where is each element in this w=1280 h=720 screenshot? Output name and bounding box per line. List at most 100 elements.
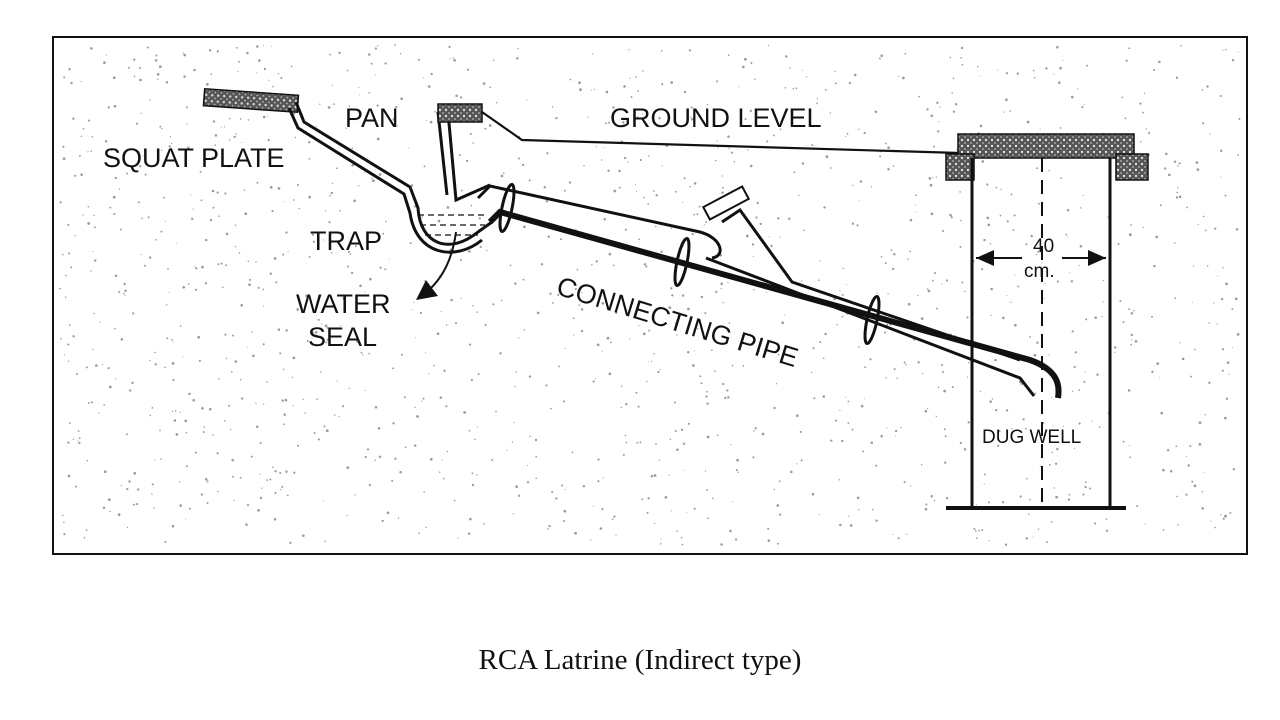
soil-speck <box>90 270 92 272</box>
soil-speck <box>681 294 685 297</box>
soil-speck <box>225 357 228 360</box>
soil-speck <box>1153 68 1156 72</box>
soil-speck <box>391 479 394 482</box>
soil-speck <box>247 346 249 348</box>
soil-speck <box>728 147 730 150</box>
soil-speck <box>268 79 270 81</box>
soil-speck <box>990 287 993 291</box>
soil-speck <box>952 110 955 113</box>
well-cover-side-left <box>945 153 975 181</box>
soil-speck <box>1219 94 1222 98</box>
soil-speck <box>749 109 752 113</box>
soil-speck <box>259 441 262 445</box>
soil-speck <box>454 322 458 325</box>
soil-speck <box>364 389 366 391</box>
soil-speck <box>830 439 833 442</box>
soil-speck <box>534 438 538 442</box>
soil-speck <box>185 432 188 434</box>
vent-cap <box>701 185 751 221</box>
soil-speck <box>1124 117 1127 120</box>
soil-speck <box>624 434 627 437</box>
soil-speck <box>845 135 847 138</box>
soil-speck <box>785 55 788 58</box>
soil-speck <box>186 123 188 125</box>
soil-speck <box>109 510 111 513</box>
soil-speck <box>190 194 192 196</box>
soil-speck <box>1198 443 1202 446</box>
soil-speck <box>366 448 370 451</box>
soil-speck <box>1162 529 1165 531</box>
soil-speck <box>285 231 288 234</box>
soil-speck <box>587 116 589 118</box>
soil-speck <box>517 47 519 50</box>
soil-speck <box>280 76 283 79</box>
soil-speck <box>540 263 544 266</box>
soil-speck <box>103 61 106 65</box>
soil-speck <box>59 287 62 290</box>
soil-speck <box>302 534 305 537</box>
soil-speck <box>235 47 238 49</box>
soil-speck <box>838 479 840 481</box>
soil-speck <box>642 70 644 72</box>
soil-speck <box>175 433 179 436</box>
soil-speck <box>275 281 278 284</box>
soil-speck <box>545 384 548 387</box>
soil-speck <box>263 44 265 46</box>
soil-speck <box>1238 117 1241 120</box>
soil-speck <box>1160 411 1164 415</box>
soil-speck <box>60 337 62 340</box>
soil-speck <box>1071 330 1074 333</box>
soil-speck <box>775 382 778 385</box>
soil-speck <box>674 430 677 432</box>
soil-speck <box>364 291 366 293</box>
soil-speck <box>443 477 445 480</box>
soil-speck <box>924 507 928 511</box>
soil-speck <box>259 496 263 500</box>
soil-speck <box>1053 73 1055 75</box>
soil-speck <box>178 165 180 167</box>
soil-speck <box>933 499 936 502</box>
soil-speck <box>1101 315 1103 318</box>
soil-speck <box>210 73 213 76</box>
soil-speck <box>906 533 908 535</box>
soil-speck <box>1041 262 1043 264</box>
soil-speck <box>78 437 81 439</box>
soil-speck <box>378 173 382 176</box>
soil-speck <box>292 356 296 360</box>
soil-speck <box>1045 67 1048 70</box>
soil-speck <box>752 456 755 459</box>
soil-speck <box>1078 422 1081 425</box>
soil-speck <box>1033 76 1036 79</box>
water-seal-arrow <box>416 231 457 301</box>
soil-speck <box>80 80 82 82</box>
soil-speck <box>893 368 896 371</box>
soil-speck <box>349 253 352 255</box>
soil-speck <box>168 291 170 293</box>
soil-speck <box>1014 274 1016 276</box>
soil-speck <box>1175 76 1179 79</box>
soil-speck <box>171 339 173 341</box>
soil-speck <box>459 259 462 262</box>
soil-speck <box>287 250 289 252</box>
soil-speck <box>781 321 785 325</box>
soil-speck <box>1013 214 1016 217</box>
soil-speck <box>574 531 577 535</box>
soil-speck <box>86 459 89 462</box>
soil-speck <box>536 311 540 315</box>
soil-speck <box>316 125 318 127</box>
soil-speck <box>858 509 860 511</box>
soil-speck <box>1060 177 1062 179</box>
soil-speck <box>699 375 702 378</box>
soil-speck <box>929 183 933 187</box>
soil-speck <box>960 46 964 50</box>
soil-speck <box>160 458 162 460</box>
soil-speck <box>172 341 174 343</box>
soil-speck <box>346 265 349 268</box>
soil-speck <box>294 136 297 139</box>
soil-speck <box>1067 236 1069 238</box>
soil-speck <box>669 438 672 440</box>
soil-speck <box>650 360 653 362</box>
soil-speck <box>717 108 720 111</box>
soil-speck <box>755 216 758 219</box>
soil-speck <box>478 217 481 220</box>
